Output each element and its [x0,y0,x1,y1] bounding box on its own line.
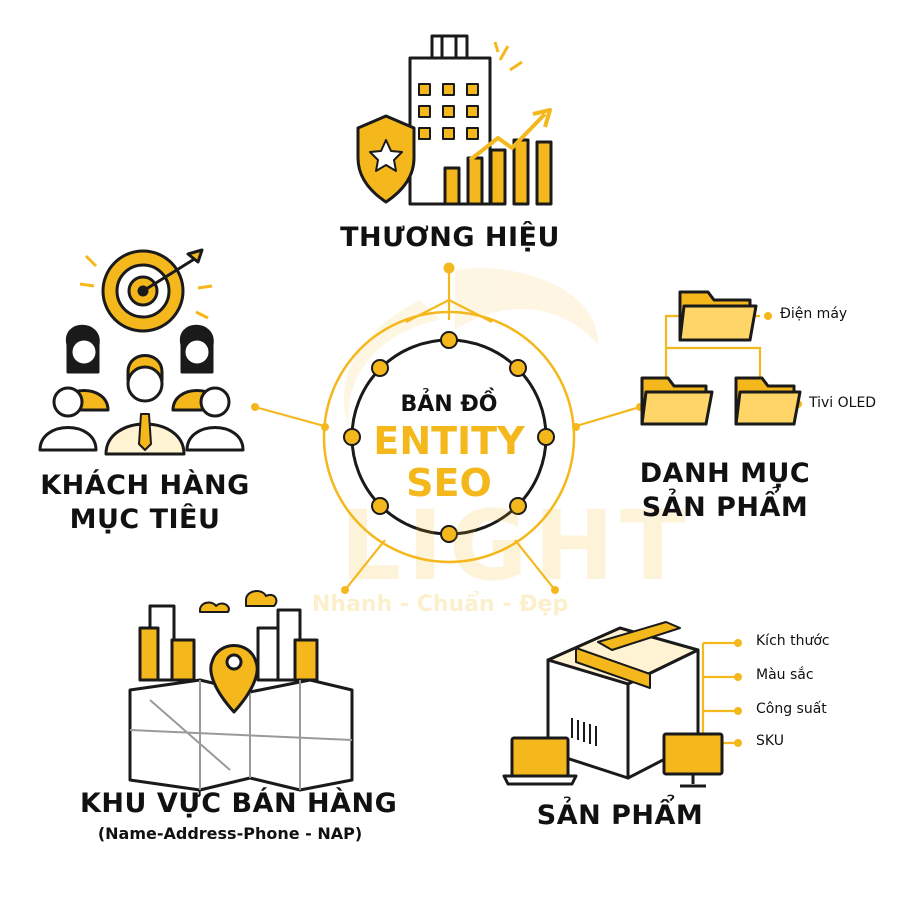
audience-title-line1: KHÁCH HÀNG [40,470,250,501]
center-hub [322,310,576,564]
watermark-brand: LIGHT [340,490,692,602]
category-child-1: Điện máy [780,306,848,322]
center-title-line3: SEO [406,461,492,505]
audience-title-line2: MỤC TIÊU [69,504,221,535]
target-people-icon [38,248,245,456]
brand-title: THƯƠNG HIỆU [340,222,560,253]
product-attribute-2: Màu sắc [756,667,814,683]
category-title-line2: SẢN PHẨM [641,492,809,523]
product-attribute-3: Công suất [756,701,827,717]
box-devices-icon [502,621,724,788]
region-subtitle: (Name-Address-Phone - NAP) [97,824,363,843]
category-child-2: Tivi OLED [809,395,877,411]
product-title: SẢN PHẨM [536,800,704,831]
building-shield-chart-icon [356,34,553,206]
center-title-line1: BẢN ĐỒ [400,392,498,417]
city-map-pin-icon [128,590,354,792]
folder-tree-icon [640,290,802,426]
region-title: KHU VỰC BÁN HÀNG [80,788,398,819]
center-title-line2: ENTITY [373,419,525,463]
category-title-line1: DANH MỤC [639,458,811,489]
product-attribute-4: SKU [756,733,784,749]
product-attribute-1: Kích thước [756,633,830,649]
watermark-slogan: Nhanh - Chuẩn - Đẹp [312,592,569,617]
